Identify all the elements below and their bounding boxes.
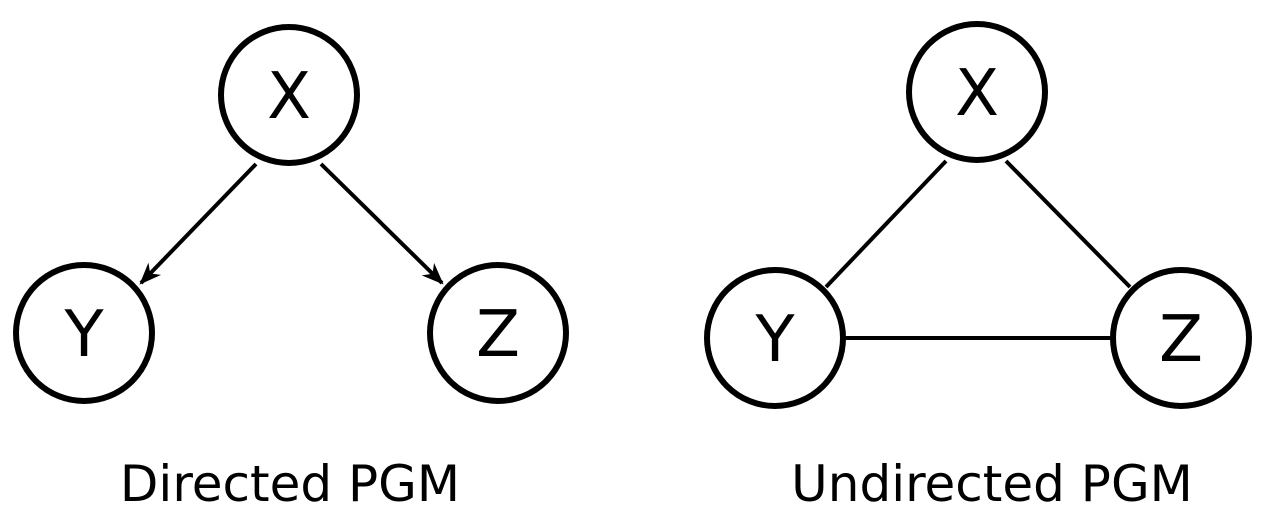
undirected-node-y: Y — [704, 267, 846, 409]
undirected-edge-x-z — [1004, 159, 1132, 289]
undirected-node-x: X — [906, 21, 1048, 163]
undirected-pgm: X Y Z — [704, 21, 1252, 409]
directed-edge-x-to-y — [139, 162, 258, 285]
directed-node-y: Y — [13, 262, 155, 404]
directed-node-y-label: Y — [63, 298, 104, 372]
directed-node-x: X — [218, 24, 360, 166]
undirected-edge-x-y — [824, 159, 948, 289]
directed-pgm-caption: Directed PGM — [119, 455, 461, 513]
undirected-node-y-label: Y — [754, 303, 795, 377]
directed-node-x-label: X — [267, 60, 311, 134]
directed-pgm: X Y Z — [13, 24, 569, 404]
undirected-node-z-label: Z — [1159, 303, 1203, 377]
directed-node-z: Z — [427, 262, 569, 404]
directed-node-z-label: Z — [476, 298, 520, 372]
directed-edge-x-to-z — [319, 162, 444, 285]
undirected-node-x-label: X — [955, 57, 999, 131]
undirected-pgm-caption: Undirected PGM — [791, 455, 1193, 513]
undirected-node-z: Z — [1110, 267, 1252, 409]
